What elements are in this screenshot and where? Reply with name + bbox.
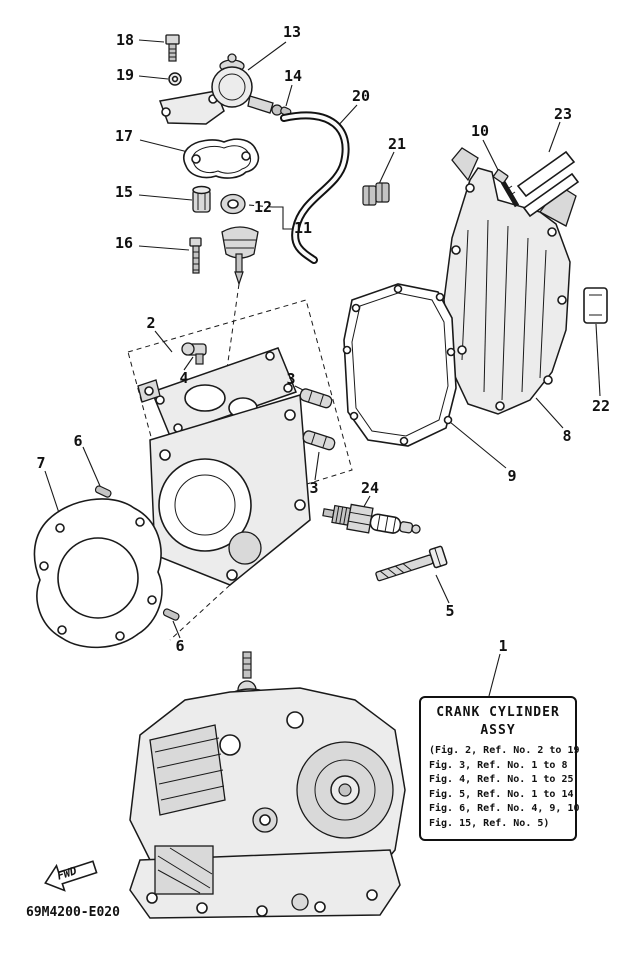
seal-15 xyxy=(192,185,211,213)
cylinder-block-2 xyxy=(137,347,311,586)
dowel-pin-3b xyxy=(302,430,336,451)
callout-11: 11 xyxy=(293,219,313,237)
callout-22: 22 xyxy=(591,397,611,415)
plate-22 xyxy=(583,287,608,324)
crankcase-cover-8 xyxy=(443,147,577,415)
callout-10: 10 xyxy=(470,122,490,140)
spark-plug-24 xyxy=(322,503,421,534)
dowel-pin-3a xyxy=(299,388,333,409)
head-gasket-7 xyxy=(33,498,163,649)
fuel-pump xyxy=(158,53,292,125)
callout-24: 24 xyxy=(360,479,380,497)
cover-gasket-9 xyxy=(342,283,457,447)
callout-20: 20 xyxy=(351,87,371,105)
grommet-12 xyxy=(220,193,246,215)
callout-23: 23 xyxy=(553,105,573,123)
callout-15: 15 xyxy=(114,183,134,201)
callout-1: 1 xyxy=(498,637,508,655)
callout-8: 8 xyxy=(562,427,572,445)
diagram-code: 69M4200-E020 xyxy=(26,905,120,920)
assembly-fig-line: Fig. 3, Ref. No. 1 to 8 xyxy=(429,759,568,771)
assembly-fig-line: Fig. 5, Ref. No. 1 to 14 xyxy=(429,788,574,800)
callout-6a: 6 xyxy=(73,432,83,450)
hose-20 xyxy=(280,111,350,264)
callout-14: 14 xyxy=(283,67,303,85)
bolt-5 xyxy=(375,545,448,582)
fitting-4 xyxy=(181,342,207,365)
callout-6b: 6 xyxy=(175,637,185,655)
bolt-16 xyxy=(189,237,202,274)
callout-16: 16 xyxy=(114,234,134,252)
fwd-arrow xyxy=(44,860,98,892)
bolt-18 xyxy=(165,34,180,62)
assembly-fig-line: Fig. 15, Ref. No. 5) xyxy=(429,817,550,829)
strip-23 xyxy=(516,150,580,218)
assembly-subtitle: ASSY xyxy=(480,723,516,738)
pin-6a xyxy=(94,485,112,498)
callout-9: 9 xyxy=(507,467,517,485)
callout-5: 5 xyxy=(445,602,455,620)
callout-3b: 3 xyxy=(309,479,319,497)
callout-21: 21 xyxy=(387,135,407,153)
callout-4: 4 xyxy=(179,369,189,387)
callout-2: 2 xyxy=(146,314,156,332)
leader-lines xyxy=(44,39,601,697)
callout-19: 19 xyxy=(115,66,135,84)
clamp-21 xyxy=(362,182,390,206)
crankcase-assembly xyxy=(129,651,406,919)
anchor-11 xyxy=(221,226,259,286)
assembly-fig-line: Fig. 4, Ref. No. 1 to 25 xyxy=(429,774,574,785)
pump-gasket-17 xyxy=(183,138,260,179)
washer-19 xyxy=(168,72,182,86)
callout-17: 17 xyxy=(114,127,134,145)
assembly-fig-line: Fig. 6, Ref. No. 4, 9, 10 xyxy=(429,803,580,814)
callout-3a: 3 xyxy=(286,370,296,388)
bolt-10 xyxy=(492,169,520,208)
callout-13: 13 xyxy=(282,23,302,41)
assembly-reference-box: CRANK CYLINDER ASSY (Fig. 2, Ref. No. 2 … xyxy=(419,696,580,841)
callout-12: 12 xyxy=(253,198,273,216)
pin-6b xyxy=(162,608,180,621)
callout-7: 7 xyxy=(36,454,46,472)
callout-18: 18 xyxy=(115,31,135,49)
assembly-fig-line: (Fig. 2, Ref. No. 2 to 19 xyxy=(429,745,580,756)
assembly-title: CRANK CYLINDER xyxy=(436,705,560,720)
